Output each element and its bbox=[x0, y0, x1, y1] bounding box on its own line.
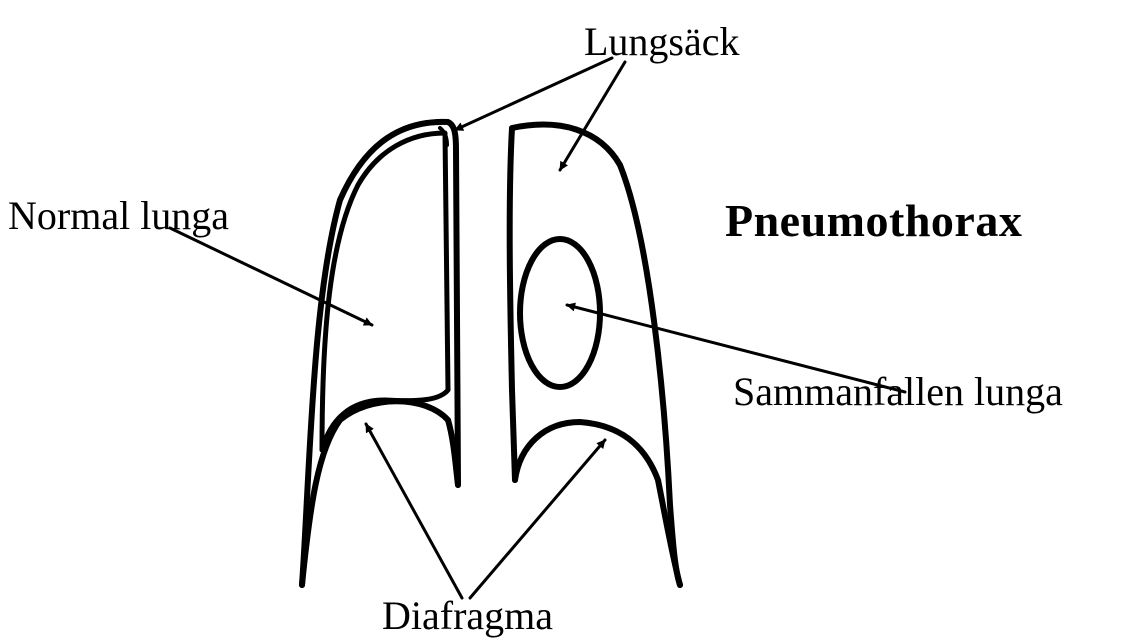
label-collapsed-lung: Sammanfallen lunga bbox=[733, 372, 1063, 412]
label-diaphragm: Diafragma bbox=[382, 596, 553, 636]
arrow-diaphragm-left bbox=[366, 424, 462, 598]
label-normal-lung: Normal lunga bbox=[8, 196, 229, 236]
collapsed-lung bbox=[520, 239, 600, 387]
arrow-diaphragm-right bbox=[470, 440, 605, 598]
arrow-pleura-left bbox=[455, 58, 612, 130]
label-pleura: Lungsäck bbox=[584, 22, 740, 62]
diagram-title: Pneumothorax bbox=[725, 198, 1022, 244]
right-diaphragm bbox=[515, 422, 680, 585]
left-diaphragm bbox=[302, 401, 458, 585]
arrow-normal-lung bbox=[170, 228, 372, 325]
